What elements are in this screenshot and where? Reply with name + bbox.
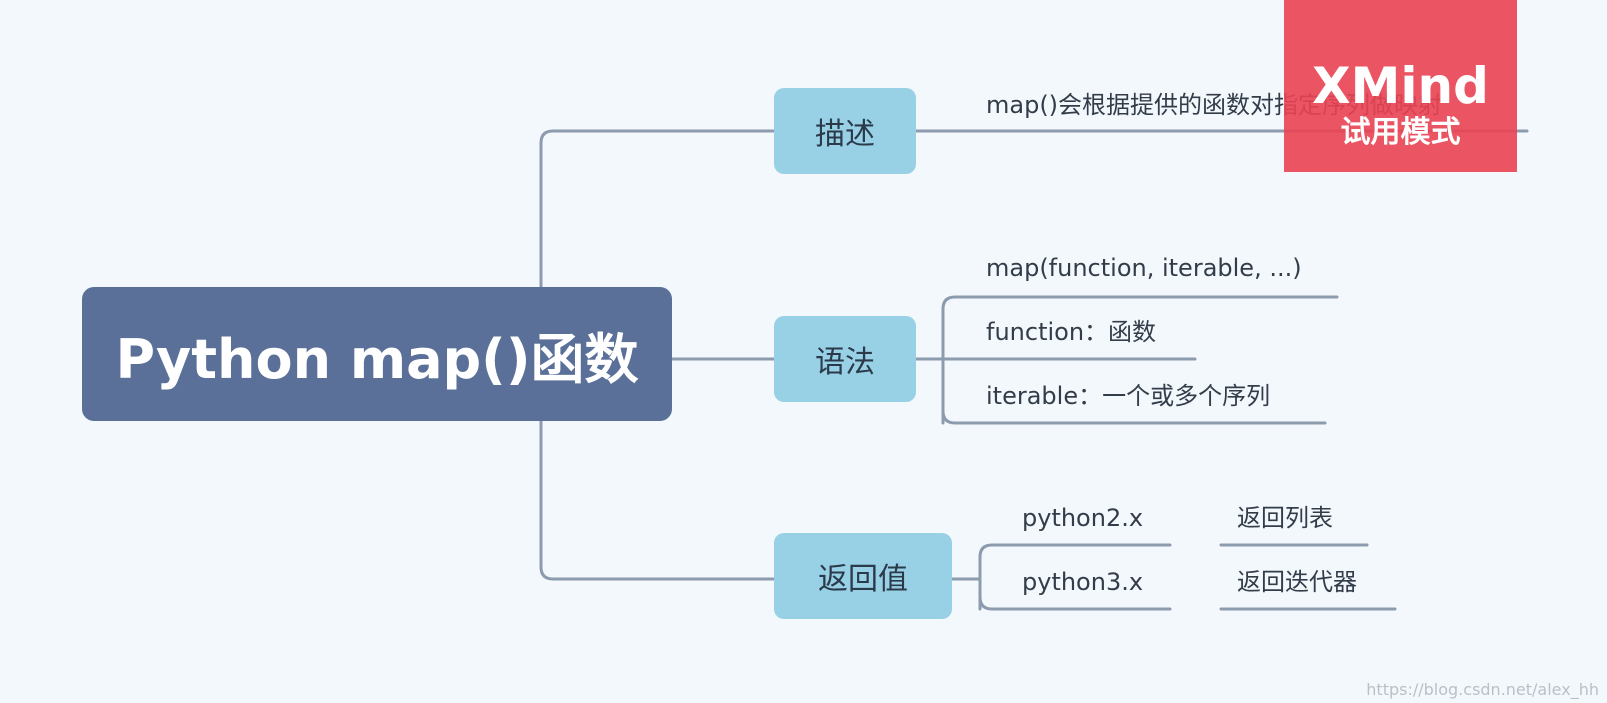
leaf-return-python2-result[interactable]: 返回列表 [1237, 504, 1333, 532]
watermark-brand: XMind [1312, 57, 1489, 115]
leaf-syntax-iterable[interactable]: iterable：一个或多个序列 [986, 382, 1271, 410]
trial-watermark: XMind 试用模式 [1284, 0, 1517, 172]
leaf-syntax-function[interactable]: function：函数 [986, 318, 1157, 346]
leaf-return-python3-version[interactable]: python3.x [1022, 568, 1144, 596]
source-credit: https://blog.csdn.net/alex_hh [1366, 680, 1599, 699]
watermark-mode: 试用模式 [1340, 115, 1461, 150]
branch-return-value-label: 返回值 [818, 562, 908, 597]
leaf-return-python2-version[interactable]: python2.x [1022, 504, 1144, 532]
connector-root-return [539, 419, 776, 581]
branch-return-value[interactable]: 返回值 [774, 533, 952, 619]
leaf-return-python3-result[interactable]: 返回迭代器 [1237, 568, 1357, 596]
root-topic[interactable]: Python map()函数 [82, 287, 672, 421]
branch-syntax[interactable]: 语法 [774, 316, 916, 402]
branch-description[interactable]: 描述 [774, 88, 916, 174]
root-topic-label: Python map()函数 [115, 327, 639, 391]
connector-root-spine [539, 129, 776, 289]
connector-syntax-bracket [914, 295, 972, 425]
leaf-syntax-signature[interactable]: map(function, iterable, ...) [986, 254, 1302, 282]
branch-syntax-label: 语法 [815, 345, 875, 380]
connector-return-bracket [950, 543, 1007, 611]
branch-description-label: 描述 [815, 117, 875, 152]
